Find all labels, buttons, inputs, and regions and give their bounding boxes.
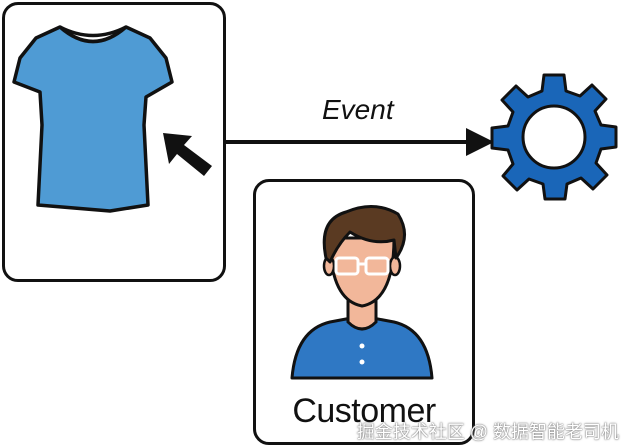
event-label: Event: [322, 94, 394, 125]
watermark-text: 掘金技术社区 @ 数据智能老司机: [356, 422, 619, 442]
customer-label: Customer: [292, 392, 436, 430]
